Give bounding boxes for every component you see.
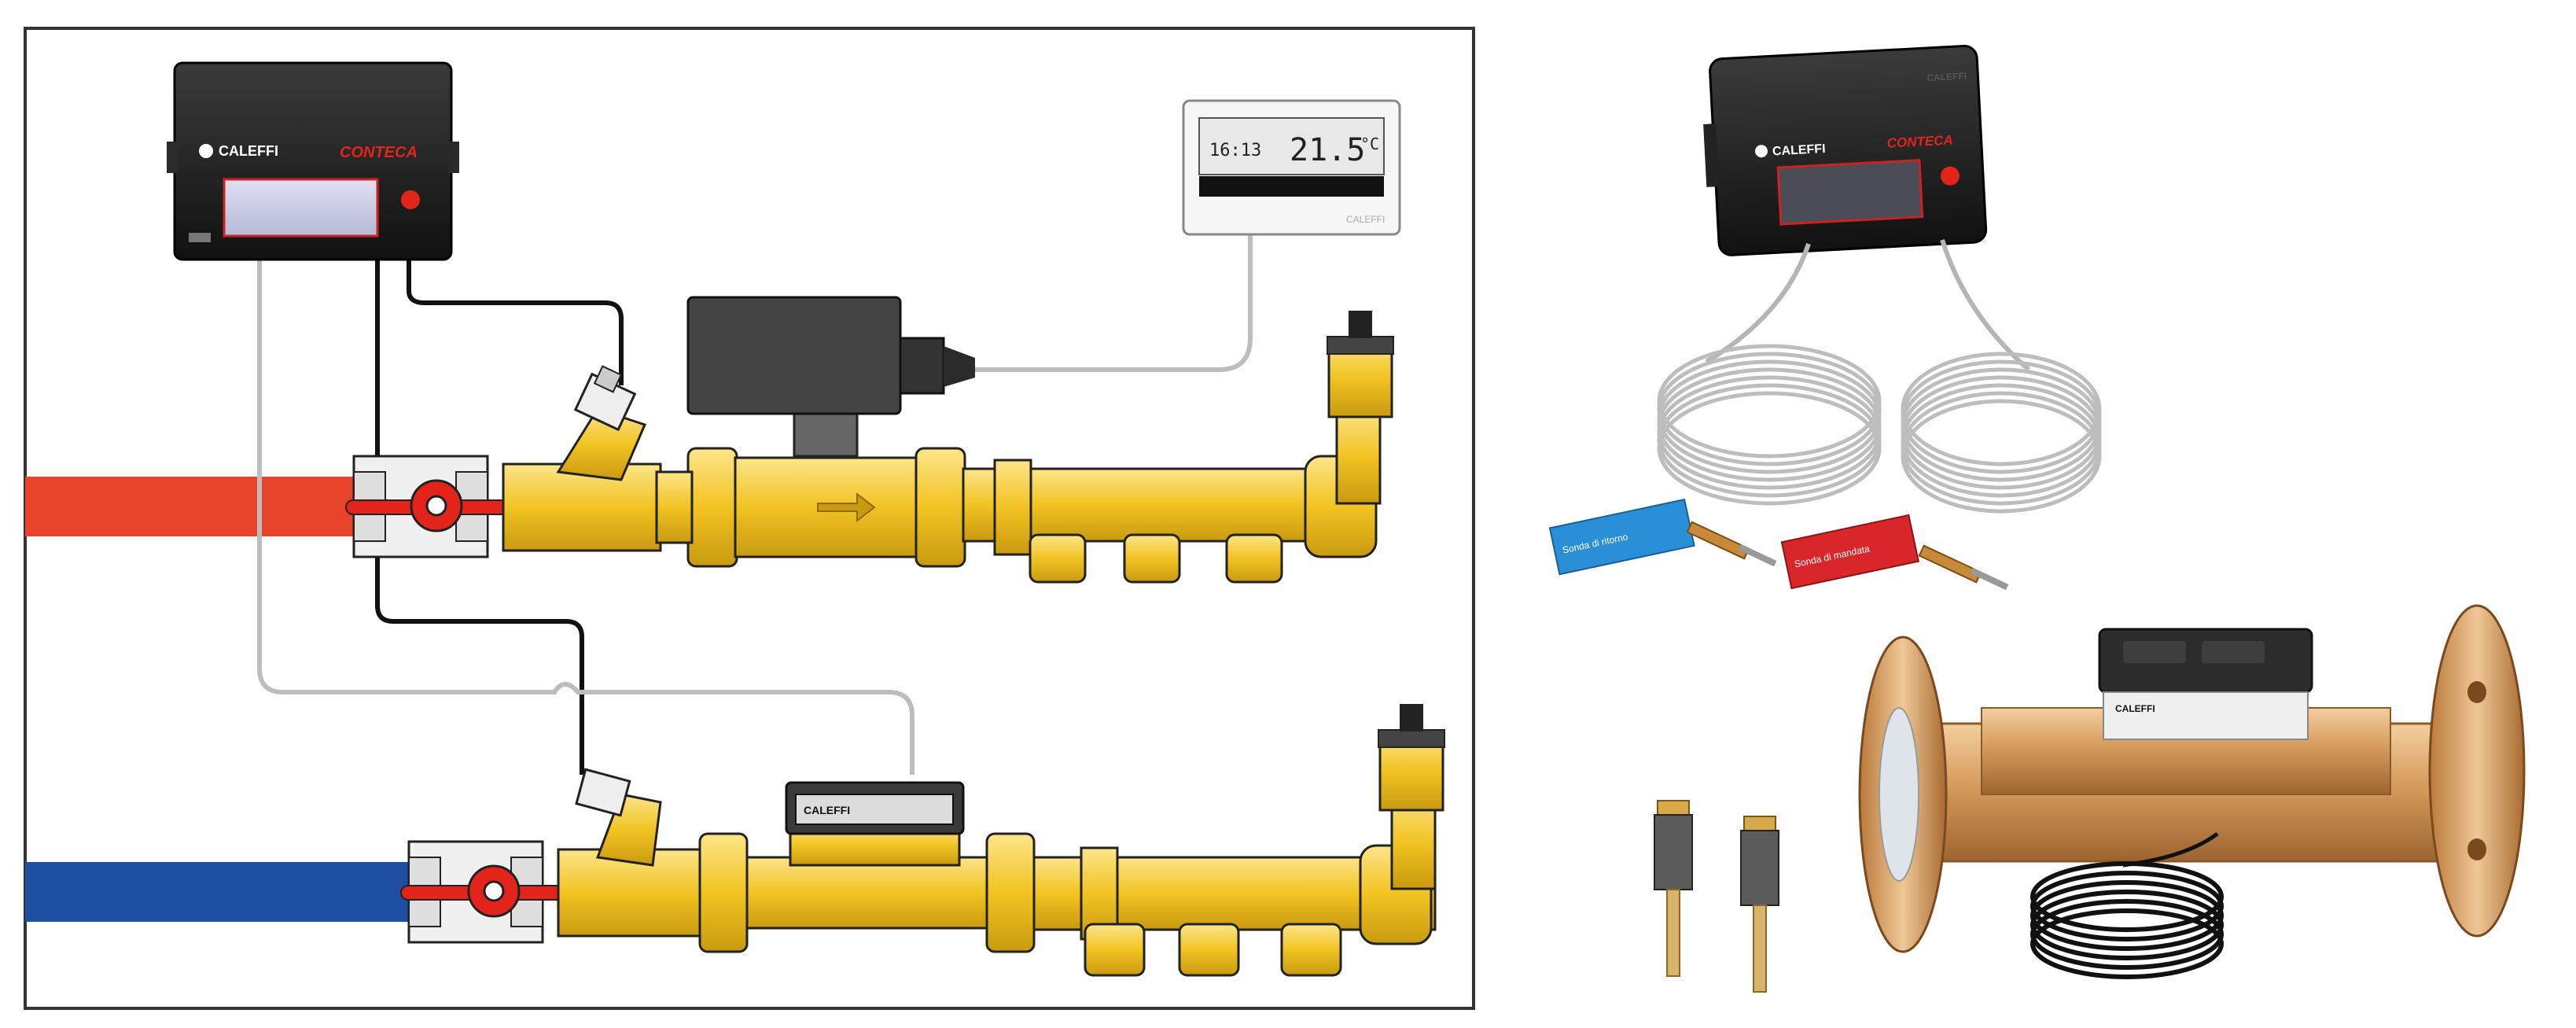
cold-return-pipe (25, 862, 466, 922)
room-display-time: 16:13 (1209, 141, 1261, 160)
product-controller-brand: CALEFFI (1772, 142, 1826, 159)
flow-meter-brand: CALEFFI (804, 804, 850, 816)
flow-meter-body (745, 856, 1000, 930)
hot-supply-pipe (25, 477, 395, 536)
supply-y-fitting (502, 462, 662, 552)
supply-outlet-3 (1225, 533, 1283, 584)
controller-red-button[interactable] (401, 190, 420, 209)
product-lcd-screen (1776, 159, 1924, 226)
probe-pocket-1 (1654, 800, 1693, 977)
heat-meter-controller: CALEFFI CONTECA (167, 61, 459, 261)
room-temperature-display: 16:13 21.5 °C CALEFFI (1182, 99, 1401, 236)
return-outlet-2 (1178, 923, 1240, 977)
return-probe-tag: Sonda di ritorno (1548, 498, 1695, 576)
room-display-temperature: 21.5 (1290, 132, 1365, 168)
return-probe-cable (375, 260, 584, 775)
product-cable-2 (1940, 239, 2030, 372)
supply-outlet-2 (1123, 533, 1181, 584)
return-y-fitting (557, 848, 701, 938)
product-coil-left (1657, 344, 1882, 506)
product-red-button[interactable] (1940, 166, 1960, 186)
supply-probe-cable (407, 260, 624, 385)
caleffi-logo-icon (199, 144, 213, 158)
supply-probe-tag: Sonda di mandata (1780, 514, 1919, 590)
room-display-screen (1198, 117, 1385, 175)
return-outlet-3 (1280, 923, 1342, 977)
product-controller: CALEFFI CONTECA CALEFFI (1703, 45, 1988, 256)
supply-probe-sensor (1918, 544, 1982, 584)
flow-meter-cable-coil (2030, 861, 2224, 979)
product-controller-model: CONTECA (1886, 132, 1953, 150)
product-photo: CALEFFI CONTECA CALEFFI (1548, 45, 2526, 993)
product-coil-right (1901, 352, 2102, 514)
return-temp-probe (575, 768, 631, 817)
product-caleffi-logo-icon (1755, 145, 1768, 158)
product-flow-meter-brand: CALEFFI (2115, 703, 2155, 714)
system-diagram: CALEFFI CONTECA 16:13 21.5 °C CALEFFI (24, 27, 1475, 1010)
probe-pocket-2 (1740, 816, 1779, 993)
flanged-flow-meter: CALEFFI (1858, 604, 2526, 953)
return-line-assembly: CALEFFI (400, 704, 1445, 977)
return-outlet-1 (1084, 923, 1146, 977)
flow-arrow-icon (817, 492, 876, 523)
controller-model: CONTECA (340, 144, 418, 161)
supply-outlet-1 (1029, 533, 1087, 584)
outlet-flange (2428, 604, 2526, 938)
return-probe-sensor (1686, 521, 1750, 560)
room-display-unit: °C (1360, 134, 1379, 153)
room-display-brand: CALEFFI (1346, 214, 1385, 225)
controller-lcd-screen (223, 178, 379, 238)
flow-meter-cable (257, 260, 914, 775)
product-top-brand: CALEFFI (1926, 70, 1967, 83)
zone-valve-actuator (686, 296, 902, 415)
thermostat-cable (975, 228, 1253, 372)
controller-brand: CALEFFI (219, 143, 278, 159)
supply-line-assembly (345, 296, 1394, 584)
product-cable-1 (1705, 243, 1811, 364)
